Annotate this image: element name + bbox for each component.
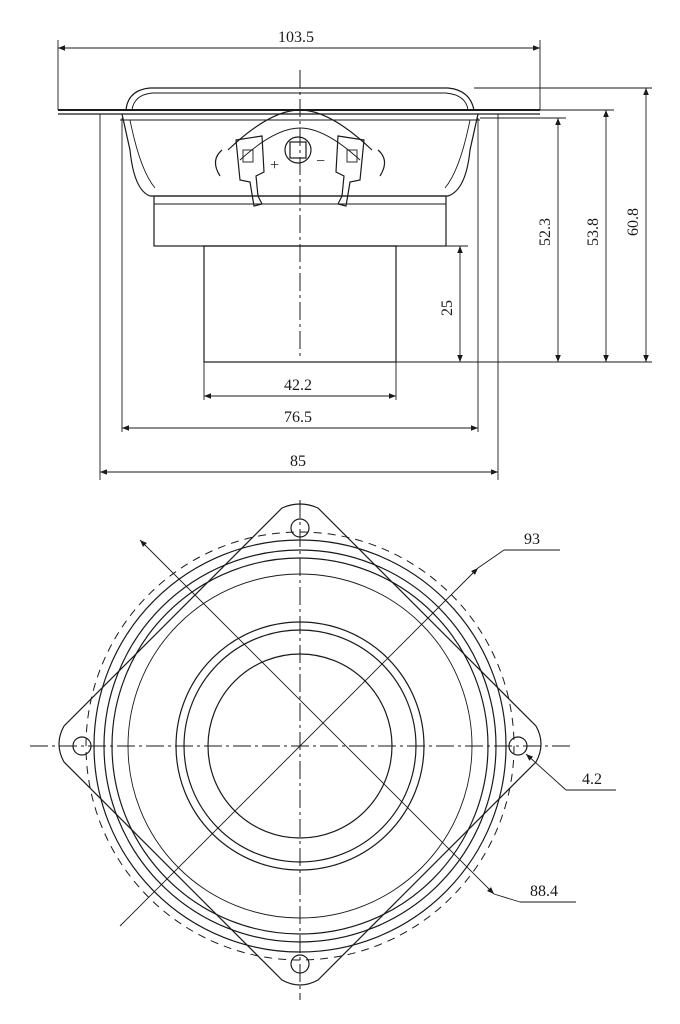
dim-leader-88-a bbox=[493, 893, 521, 903]
dim-label-93: 93 bbox=[524, 531, 540, 548]
basket-strut-left bbox=[129, 119, 156, 189]
dim-label-76-5: 76.5 bbox=[284, 409, 312, 426]
surround-outline bbox=[125, 87, 475, 111]
dim-label-85: 85 bbox=[290, 453, 306, 470]
dim-label-25: 25 bbox=[439, 300, 456, 316]
dim-label-4-2: 4.2 bbox=[582, 771, 602, 788]
dim-label-52-3: 52.3 bbox=[537, 218, 554, 246]
dim-line-88-4 bbox=[139, 539, 495, 895]
terminal-right-slot bbox=[346, 149, 358, 163]
terminal-plus-label: + bbox=[270, 157, 279, 174]
basket-outline bbox=[121, 113, 479, 197]
dim-label-103-5: 103.5 bbox=[278, 29, 314, 46]
terminal-left-slot bbox=[242, 149, 254, 163]
vent-square bbox=[289, 141, 307, 159]
terminal-minus-label: − bbox=[316, 153, 325, 170]
side-view: + − 103.5 42.2 76.5 85 25 52.3 53. bbox=[57, 29, 652, 480]
dim-label-42-2: 42.2 bbox=[284, 377, 312, 394]
dim-label-88-4: 88.4 bbox=[530, 883, 558, 900]
terminal-left-clip bbox=[214, 149, 223, 177]
mounting-flange bbox=[58, 503, 542, 986]
terminal-right bbox=[335, 135, 386, 207]
dim-leader-93-a bbox=[477, 549, 505, 569]
dim-label-60-8: 60.8 bbox=[625, 208, 642, 236]
vent-circle bbox=[284, 136, 312, 164]
dim-leader-4-2-a bbox=[525, 753, 567, 791]
dim-label-53-8: 53.8 bbox=[585, 218, 602, 246]
basket-strut-right bbox=[444, 119, 471, 189]
front-view: 93 88.4 4.2 bbox=[30, 500, 616, 1000]
terminal-right-clip bbox=[377, 149, 386, 177]
terminal-left bbox=[214, 135, 265, 207]
surround-inner bbox=[131, 92, 469, 111]
